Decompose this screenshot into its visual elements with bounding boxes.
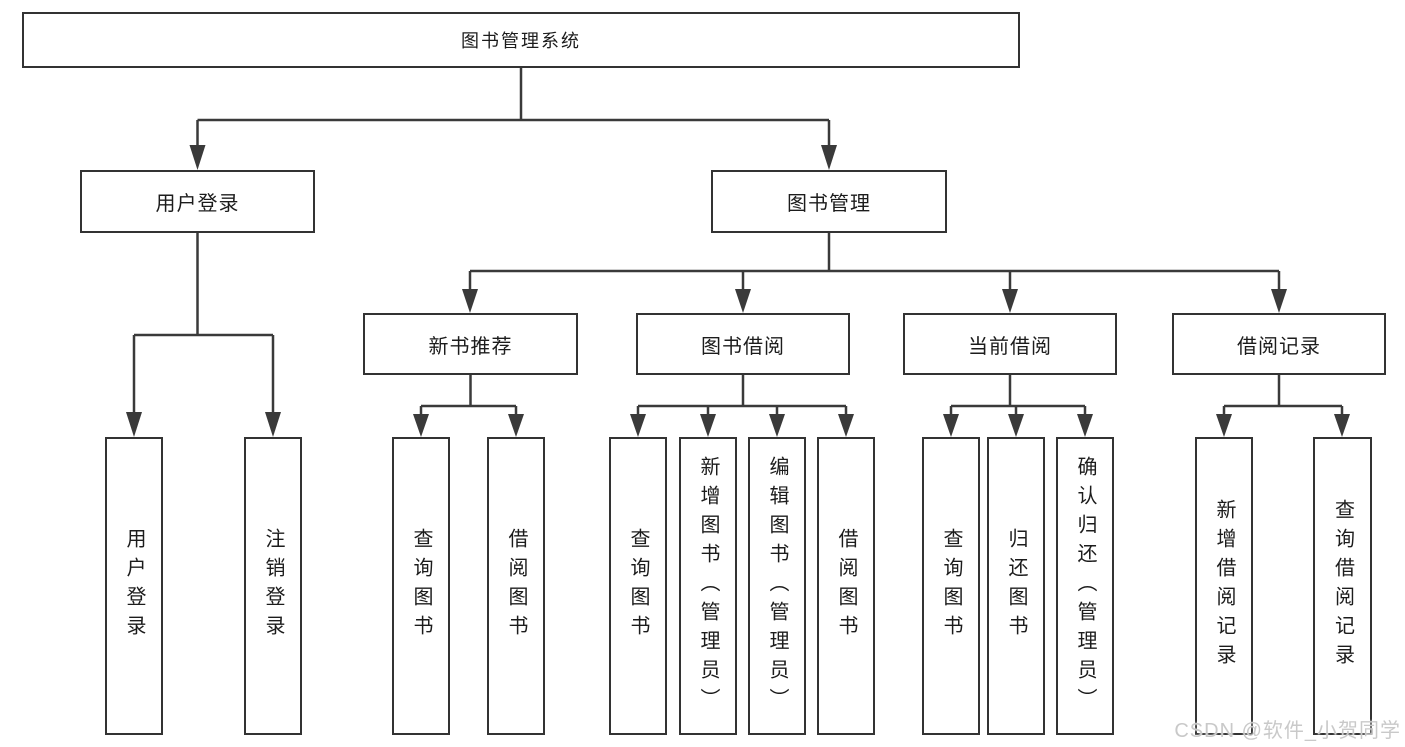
node-bb-borrow-books: 借阅图书: [817, 437, 875, 735]
arrowhead: [126, 412, 142, 437]
node-br-query-record: 查询借阅记录: [1313, 437, 1372, 735]
node-new-books: 新书推荐: [363, 313, 578, 375]
node-cb-return-books: 归还图书: [987, 437, 1045, 735]
connector-line: [132, 233, 275, 413]
connector-line: [196, 68, 831, 146]
node-login: 用户登录: [105, 437, 163, 735]
node-cb-confirm-return-admin: 确认归还（管理员）: [1056, 437, 1114, 735]
node-book-mgmt: 图书管理: [711, 170, 947, 233]
arrowhead: [189, 145, 206, 170]
arrowhead: [508, 414, 524, 437]
arrowhead: [630, 414, 646, 437]
node-borrow-records: 借阅记录: [1172, 313, 1386, 375]
arrowhead: [1002, 289, 1018, 313]
csdn-watermark: CSDN @软件_小贺同学: [1174, 720, 1401, 742]
connector-line: [419, 375, 518, 415]
arrowhead: [462, 289, 478, 313]
arrowhead: [265, 412, 281, 437]
connector-line: [1222, 375, 1344, 415]
arrowhead: [838, 414, 854, 437]
node-book-borrow: 图书借阅: [636, 313, 850, 375]
node-logout: 注销登录: [244, 437, 302, 735]
node-bb-add-books-admin: 新增图书（管理员）: [679, 437, 737, 735]
node-bb-edit-books-admin: 编辑图书（管理员）: [748, 437, 806, 735]
node-user-login: 用户登录: [80, 170, 315, 233]
node-nb-borrow-books: 借阅图书: [487, 437, 545, 735]
connector-line: [636, 375, 848, 415]
node-bb-query-books: 查询图书: [609, 437, 667, 735]
arrowhead: [821, 145, 837, 170]
arrowhead: [700, 414, 716, 437]
arrowhead: [413, 414, 429, 437]
arrowhead: [1077, 414, 1093, 437]
arrowhead: [1216, 414, 1232, 437]
node-br-add-record: 新增借阅记录: [1195, 437, 1253, 735]
node-root: 图书管理系统: [22, 12, 1020, 68]
arrowhead: [1008, 414, 1024, 437]
arrowhead: [735, 289, 751, 313]
arrowhead: [769, 414, 785, 437]
connector-line: [949, 375, 1087, 415]
arrowhead: [1271, 289, 1287, 313]
node-cb-query-books: 查询图书: [922, 437, 980, 735]
arrowhead: [1334, 414, 1350, 437]
connector-line: [468, 233, 1281, 290]
arrowhead: [943, 414, 959, 437]
node-current-borrow: 当前借阅: [903, 313, 1117, 375]
node-nb-query-books: 查询图书: [392, 437, 450, 735]
